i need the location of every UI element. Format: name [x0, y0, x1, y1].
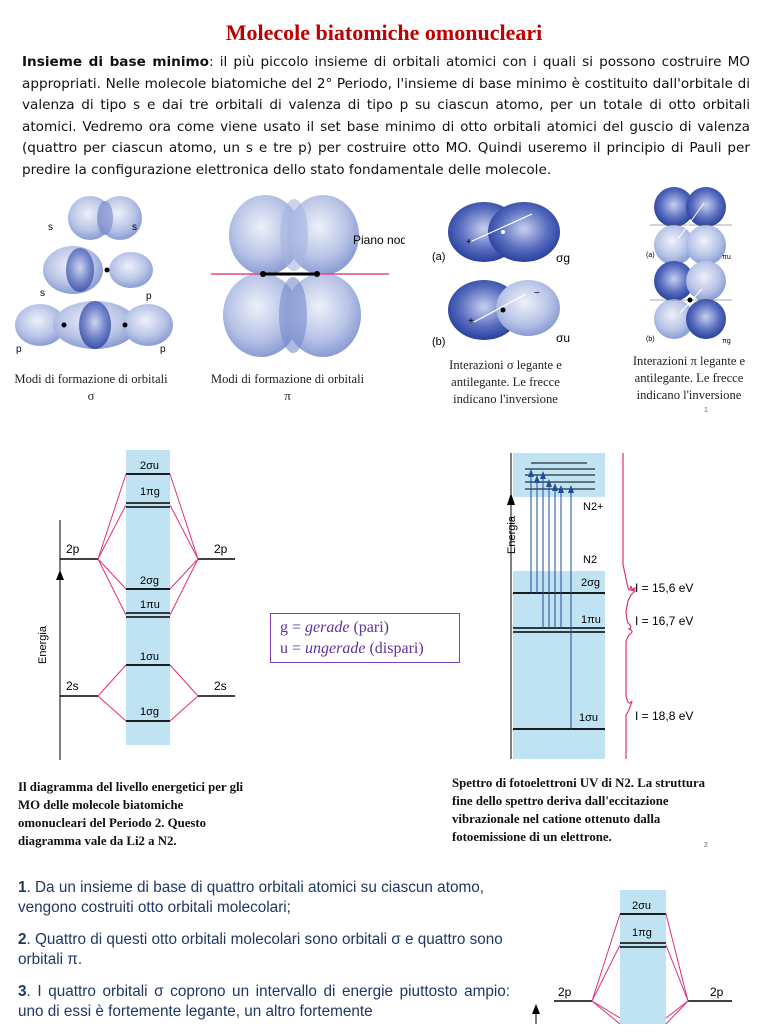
pes-caption-line-2: fine dello spettro deriva dall'eccitazio… — [452, 794, 669, 808]
pi-g-label: πg — [722, 338, 731, 345]
mini-level-1pg: 1πg — [632, 927, 652, 939]
legend-g-line: g = gerade (pari) — [280, 619, 389, 636]
label-p2: p — [16, 344, 22, 355]
pi-formation-figure: Piano nodale — [211, 195, 405, 357]
svg-text:+: + — [466, 237, 472, 248]
svg-text:−: − — [534, 288, 540, 299]
sigma-interactions-figure: + (a) σg + − (b) σu — [432, 202, 570, 348]
mini-right-2p: 2p — [710, 985, 724, 999]
mini-level-2su: 2σu — [632, 900, 651, 912]
mo-diagram-caption: Il diagramma del livello energetici per … — [18, 780, 244, 848]
sigma-int-a: (a) — [432, 251, 445, 263]
left-2p-label: 2p — [66, 542, 80, 556]
legend-u-line: u = ungerade (dispari) — [280, 640, 424, 657]
ionization-3: I = 18,8 eV — [635, 709, 693, 723]
sigma-formation-caption: Modi di formazione di orbitali σ — [14, 372, 168, 403]
photoelectron-spectrum: N2+ N2 Energia 2σg 1πu 1σu I = 15,6 eV I… — [506, 453, 693, 759]
level-2su: 2σu — [140, 460, 159, 472]
intro-bold: Insieme di base minimo — [22, 54, 209, 70]
pes-caption-line-4: fotoemissione di un elettrone. — [452, 830, 612, 844]
mini-mo-diagram: 2p 2p 2σu 1πg — [532, 890, 732, 1024]
sigma-formation-figure: s s s p p p — [15, 196, 173, 355]
right-2s-label: 2s — [214, 679, 227, 693]
pes-energy-label: Energia — [506, 515, 518, 554]
pi-interactions-caption: Interazioni π legante e antilegante. Le … — [632, 354, 746, 402]
sigma-interactions-caption: Interazioni σ legante e antilegante. Le … — [449, 358, 562, 406]
left-2s-label: 2s — [66, 679, 79, 693]
label-p3: p — [160, 344, 166, 355]
label-p1: p — [146, 291, 152, 302]
svg-text:+: + — [468, 316, 474, 327]
sigma-g-label: σg — [556, 251, 570, 265]
label-s3: s — [40, 288, 45, 299]
intro-text: : il più piccolo insieme di orbitali ato… — [22, 54, 750, 178]
numbered-points: 1. Da un insieme di base di quattro orbi… — [18, 878, 510, 1034]
page-number-1: 1 — [704, 407, 708, 414]
pes-level-2sg: 2σg — [581, 577, 600, 589]
pi-u-label: πu — [722, 254, 731, 261]
pes-caption-line-1: Spettro di fotoelettroni UV di N2. La st… — [452, 776, 706, 790]
n2-plus-label: N2+ — [583, 501, 604, 513]
pi-int-b: (b) — [646, 336, 655, 343]
intro-paragraph: Insieme di base minimo: il più piccolo i… — [22, 52, 750, 181]
mini-left-2p: 2p — [558, 985, 572, 999]
sigma-int-b: (b) — [432, 336, 445, 348]
point-1: 1. Da un insieme di base di quattro orbi… — [18, 879, 484, 916]
pes-caption-line-3: vibrazionale nel catione ottenuto dalla — [452, 812, 661, 826]
sigma-u-label: σu — [556, 331, 570, 345]
ionization-1: I = 15,6 eV — [635, 581, 693, 595]
mo-energy-label: Energia — [37, 625, 49, 664]
level-1pu: 1πu — [140, 599, 160, 611]
pi-interactions-figure: (a) πu (b) πg — [646, 187, 732, 345]
nodal-plane-label: Piano nodale — [353, 233, 405, 247]
pes-level-1pu: 1πu — [581, 614, 601, 626]
level-1sg: 1σg — [140, 706, 159, 718]
mo-energy-diagram: Energia 2p 2p 2s 2s 2σu 1πg 2σg 1πu 1σu … — [37, 450, 235, 760]
level-1su: 1σu — [140, 651, 159, 663]
right-2p-label: 2p — [214, 542, 228, 556]
pes-caption: Spettro di fotoelettroni UV di N2. La st… — [452, 774, 752, 846]
gerade-ungerade-legend: g = gerade (pari) u = ungerade (dispari) — [270, 613, 460, 663]
label-s2: s — [132, 222, 137, 233]
pi-formation-caption: Modi di formazione di orbitali π — [210, 372, 365, 403]
legend-g-word: gerade — [305, 619, 350, 636]
point-3: 3. I quattro orbitali σ coprono un inter… — [18, 983, 510, 1020]
point-2: 2. Quattro di questi otto orbitali molec… — [18, 931, 503, 968]
page-title: Molecole biatomiche omonucleari — [225, 20, 543, 45]
pi-int-a: (a) — [646, 252, 655, 259]
n2-label: N2 — [583, 554, 597, 566]
level-1pg: 1πg — [140, 486, 160, 498]
legend-u-word: ungerade — [305, 640, 366, 657]
level-2sg: 2σg — [140, 575, 159, 587]
ionization-2: I = 16,7 eV — [635, 614, 693, 628]
label-s1: s — [48, 222, 53, 233]
pes-level-1su: 1σu — [579, 712, 598, 724]
page-number-2: 2 — [704, 842, 708, 849]
